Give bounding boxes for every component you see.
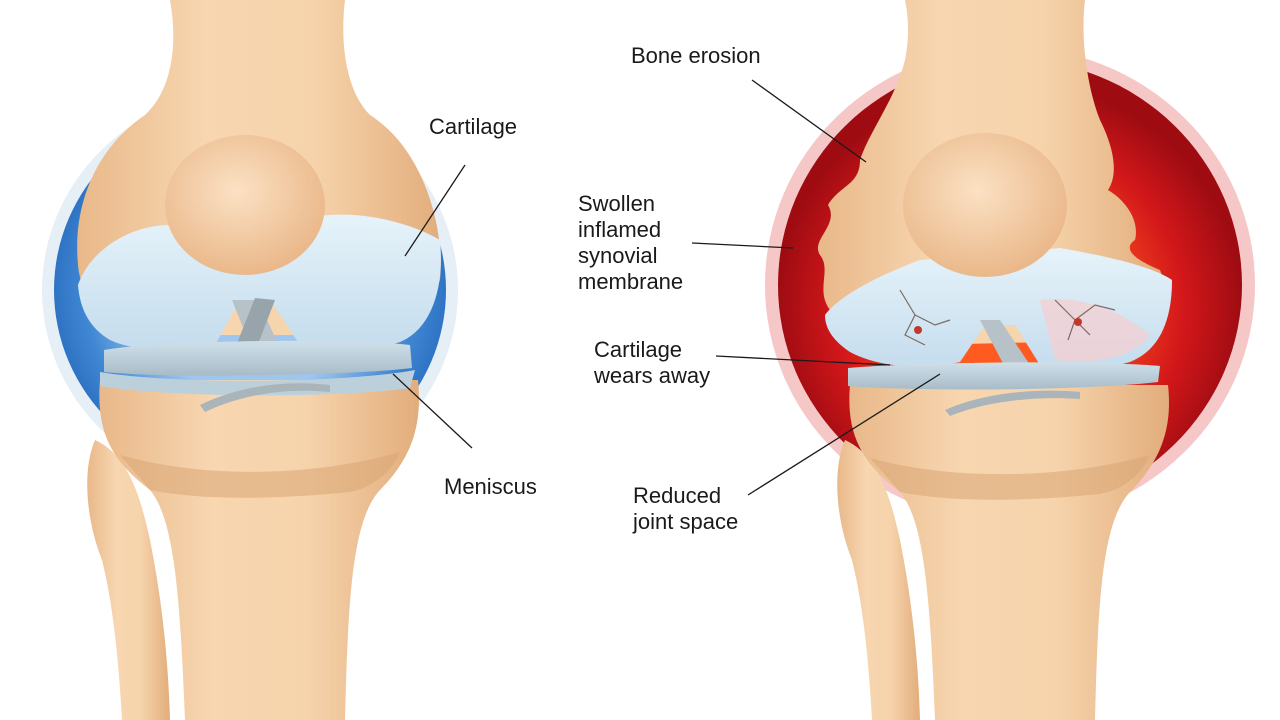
healthy-meniscus-edge xyxy=(100,370,415,396)
label-cartilage-wears-away: Cartilage wears away xyxy=(594,337,710,389)
healthy-femoral-cartilage xyxy=(78,214,441,350)
label-swollen-inflamed-synovial-membrane: Swollen inflamed synovial membrane xyxy=(578,191,683,295)
leader-line-meniscus xyxy=(392,373,473,449)
label-cartilage: Cartilage xyxy=(429,114,518,139)
arthritic-knee xyxy=(765,0,1255,720)
healthy-tibia-shadow xyxy=(120,452,400,498)
label-line: Cartilage xyxy=(594,337,683,362)
label-line: inflamed xyxy=(578,217,662,242)
label-reduced-joint-space: Reduced joint space xyxy=(633,483,738,535)
label-line: synovial xyxy=(578,243,658,268)
healthy-tendon xyxy=(200,383,330,412)
label-line: Reduced xyxy=(633,483,722,508)
label-meniscus: Meniscus xyxy=(444,474,537,499)
leader-line-cartilage-wears xyxy=(715,355,891,366)
arthritic-fibula xyxy=(837,440,920,720)
leader-line-reduced xyxy=(747,373,941,496)
arthritic-patella xyxy=(903,133,1067,277)
label-line: membrane xyxy=(578,269,684,294)
leader-line-swollen xyxy=(691,242,794,249)
arthritic-cartilage-damage xyxy=(1040,299,1150,362)
label-line: wears away xyxy=(594,363,711,388)
healthy-knee xyxy=(42,0,458,720)
leader-line-cartilage xyxy=(404,164,466,257)
label-line: Swollen xyxy=(578,191,656,216)
healthy-fibula xyxy=(87,440,170,720)
healthy-meniscus xyxy=(104,340,412,376)
arthritic-tibia-shadow xyxy=(870,455,1150,500)
label-line: joint space xyxy=(633,509,739,534)
arthritic-crack-node xyxy=(914,326,922,334)
healthy-tibia xyxy=(99,380,420,720)
leader-lines xyxy=(392,79,941,496)
arthritic-meniscus xyxy=(848,362,1160,390)
arthritic-crack-node-2 xyxy=(1074,318,1082,326)
label-bone-erosion: Bone erosion xyxy=(631,43,761,68)
healthy-patella xyxy=(165,135,325,275)
leader-line-bone-erosion xyxy=(751,79,867,163)
arthritic-tendon xyxy=(945,390,1080,416)
